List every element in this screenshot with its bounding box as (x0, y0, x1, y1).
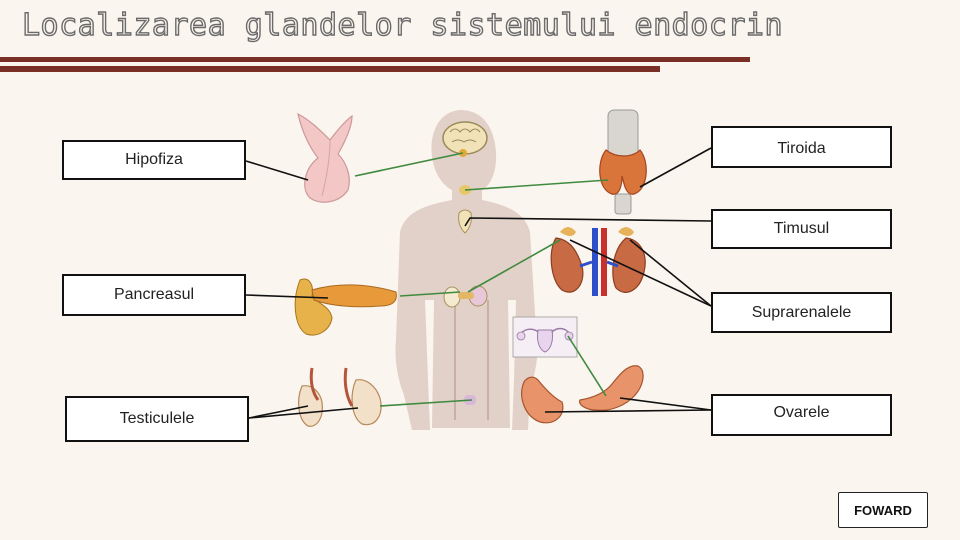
connector-adrenals (467, 239, 561, 293)
label-timusul: Timusul (711, 209, 892, 249)
leader-ovarele-right (619, 397, 712, 411)
label-hipofiza: Hipofiza (62, 140, 246, 180)
leader-tiroida (639, 147, 712, 188)
label-ovarele: Ovarele (711, 394, 892, 436)
pancreas-illustration (294, 278, 397, 336)
label-testiculele: Testiculele (65, 396, 249, 442)
label-leader-lines (245, 147, 712, 419)
connector-ovaries (567, 335, 607, 397)
leader-testiculele-right (248, 407, 359, 419)
leader-ovarele-left (544, 409, 712, 413)
connector-testicles (379, 399, 473, 407)
leader-timusul (464, 217, 712, 227)
thyroid-gland-illustration (599, 109, 647, 215)
leader-suprarenalele-left (569, 239, 712, 307)
body-silhouette (395, 110, 538, 430)
leader-hipofiza (245, 160, 309, 181)
connector-pituitary (354, 152, 464, 177)
label-tiroida: Tiroida (711, 126, 892, 168)
forward-button[interactable]: FOWARD (838, 492, 928, 528)
ovaries-inset-illustration (512, 316, 578, 358)
thymus-on-body (458, 209, 472, 234)
body-connector-lines (354, 152, 609, 407)
connector-pancreas (399, 291, 461, 297)
kidneys-adrenals-illustration (550, 227, 646, 296)
leader-pancreasul (245, 294, 329, 299)
label-pancreasul: Pancreasul (62, 274, 246, 316)
ovary-right-illustration (579, 365, 644, 411)
title-underline-top (0, 57, 750, 62)
label-suprarenalele: Suprarenalele (711, 292, 892, 333)
pituitary-gland-illustration (297, 112, 353, 203)
slide-title: Localizarea glandelor sistemului endocri… (21, 7, 784, 43)
testicles-illustration (298, 367, 382, 427)
connector-thyroid (464, 179, 609, 191)
leader-testiculele-left (248, 405, 309, 419)
leader-suprarenalele-right (629, 239, 712, 307)
title-underline-bottom (0, 66, 660, 72)
brain-illustration (442, 121, 488, 157)
